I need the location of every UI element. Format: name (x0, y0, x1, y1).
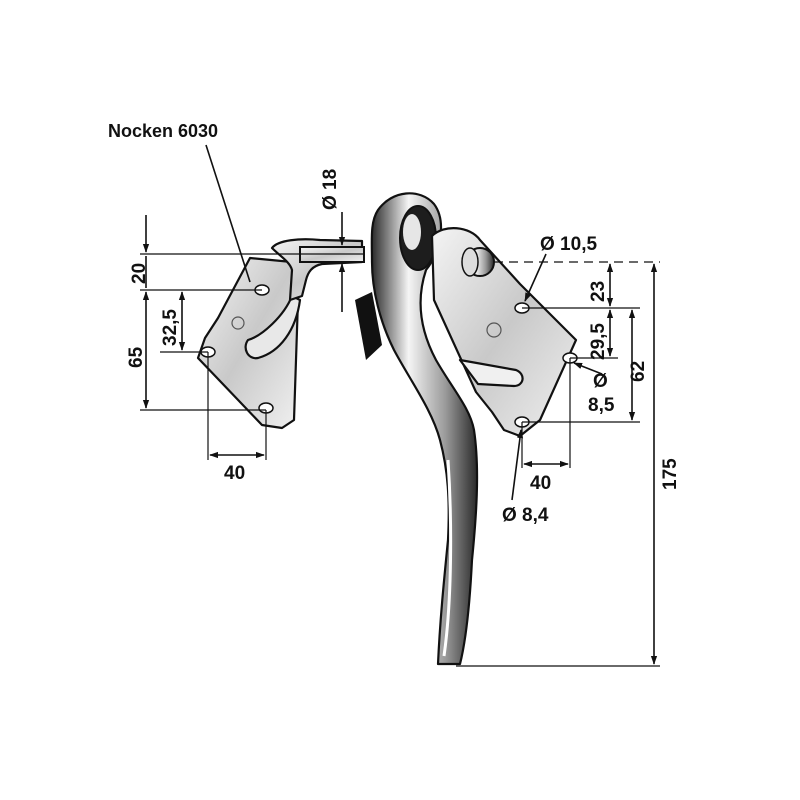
dim-right-bottom-hole-diameter: Ø 8,4 (502, 505, 549, 526)
dim-left-hole-pitch: 32,5 (160, 309, 181, 346)
right-bracket (430, 227, 578, 438)
reference-lines (140, 253, 660, 667)
dim-right-top-hole-diameter: Ø 10,5 (540, 234, 597, 255)
dim-right-side-hole-symbol: Ø (593, 371, 608, 392)
dim-right-side-hole-value: 8,5 (588, 395, 615, 416)
dim-rod-diameter: Ø 18 (320, 169, 341, 210)
dim-left-total-height: 65 (126, 346, 147, 368)
dim-right-hole-pitch: 29,5 (588, 323, 609, 360)
nocken-callout-label: Nocken 6030 (108, 121, 218, 141)
dimension-arrows (142, 144, 658, 665)
dim-right-hole-spacing: 62 (628, 361, 649, 382)
dim-right-top-offset: 23 (588, 281, 609, 302)
dim-lever-total-length: 175 (660, 458, 681, 490)
latch-lever (370, 192, 479, 666)
dim-right-width: 40 (530, 473, 551, 494)
dim-left-width: 40 (224, 463, 245, 484)
dim-left-top-offset: 20 (129, 263, 150, 284)
left-bracket (196, 238, 364, 430)
